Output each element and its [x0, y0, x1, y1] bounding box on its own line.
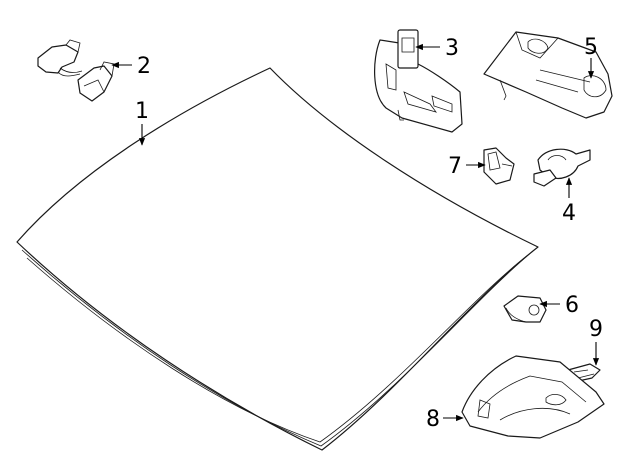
rearview-mirror-mount[interactable] [374, 29, 463, 133]
callout-7: 7 [448, 154, 462, 179]
trim-cover[interactable] [461, 355, 605, 439]
callout-8: 8 [426, 407, 440, 432]
callout-labels: 1 2 3 4 5 6 7 8 9 [135, 35, 603, 432]
camera-sensor-unit[interactable] [503, 295, 547, 323]
callout-6: 6 [565, 293, 579, 318]
callout-5: 5 [584, 35, 598, 60]
windshield-glass[interactable] [16, 67, 539, 451]
humidity-sensor[interactable] [533, 148, 591, 187]
callout-4: 4 [562, 201, 576, 226]
leader-lines [111, 43, 600, 422]
callout-3: 3 [445, 36, 459, 61]
callout-2: 2 [137, 54, 151, 79]
wiring-harness-connector[interactable] [37, 39, 115, 102]
sensor-module-bracket[interactable] [483, 31, 613, 119]
callout-1: 1 [135, 99, 149, 124]
mounting-clip[interactable] [483, 147, 515, 185]
callout-9: 9 [589, 317, 603, 342]
